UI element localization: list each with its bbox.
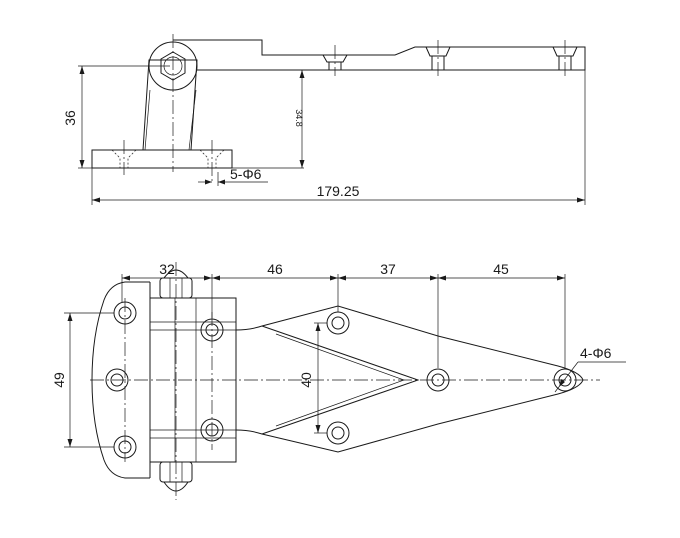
dim-inner-height-34-8: 34.8 [232, 69, 320, 169]
top-strap-hole-1 [326, 311, 350, 335]
dim-length-179-25: 179.25 [91, 70, 586, 205]
side-base-hole-right [199, 140, 225, 183]
top-strap [235, 305, 584, 453]
side-arm-screw-1 [322, 45, 348, 76]
dim-40-label: 40 [298, 372, 314, 388]
dim-40: 40 [298, 322, 327, 434]
dim-height-label: 36 [62, 110, 78, 126]
side-upright [142, 59, 198, 151]
top-strap-hole-2 [326, 421, 350, 445]
side-top-arm [173, 39, 586, 71]
dim-45-label: 45 [493, 261, 509, 277]
dim-32-label: 32 [159, 261, 175, 277]
dim-length-label: 179.25 [317, 183, 360, 199]
dim-46-label: 46 [267, 261, 283, 277]
dim-inner-height-label: 34.8 [294, 109, 304, 127]
side-base-plate [91, 149, 233, 169]
top-strap-v-cutout [261, 325, 420, 435]
side-arm-screw-3 [552, 40, 578, 76]
dim-37-label: 37 [380, 261, 396, 277]
side-view: 36 34.8 5-Φ6 179.25 [62, 34, 586, 205]
dim-holes-4: 4-Φ6 [554, 345, 626, 393]
dim-49-label: 49 [51, 372, 67, 388]
top-view: 32 46 37 45 49 40 4-Φ6 [51, 261, 626, 500]
dim-holes-top-label: 4-Φ6 [580, 345, 612, 361]
dim-holes-5: 5-Φ6 [198, 166, 268, 186]
dim-holes-side-label: 5-Φ6 [230, 166, 262, 182]
side-arm-screw-2 [425, 40, 451, 76]
dim-49: 49 [51, 312, 114, 448]
dim-height-36: 36 [62, 65, 170, 169]
side-base-hole-left [111, 140, 137, 175]
dim-chain-top: 32 46 37 45 [121, 261, 566, 368]
